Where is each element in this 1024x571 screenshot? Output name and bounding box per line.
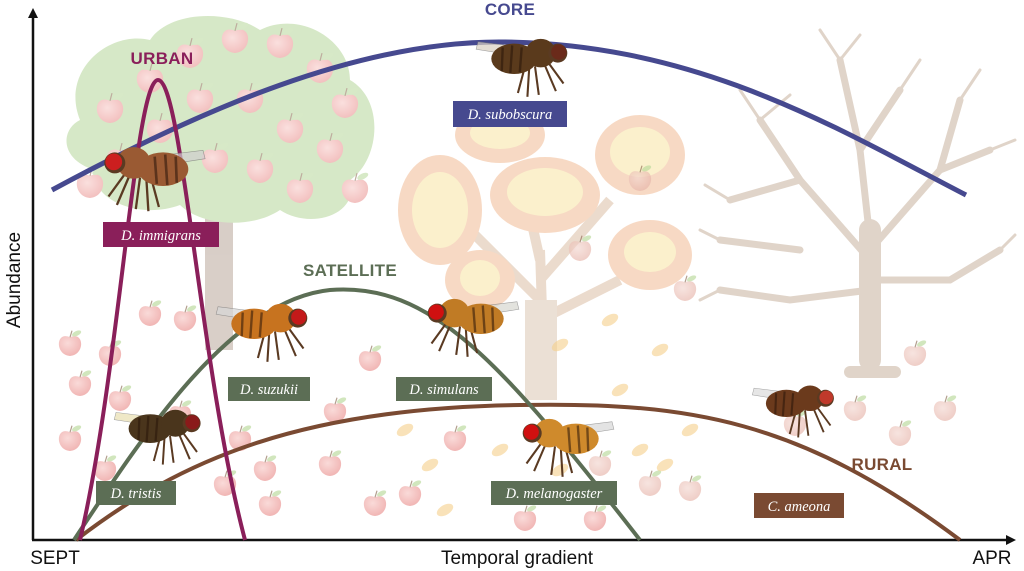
- apple-icon: [58, 330, 82, 356]
- apple-tree-illustration: [66, 16, 375, 350]
- falling-leaves: [396, 313, 699, 517]
- svg-text:D. subobscura: D. subobscura: [467, 107, 553, 123]
- species-label-subobscura: D. subobscura: [453, 101, 567, 127]
- apple-icon: [513, 505, 537, 531]
- apple-icon: [568, 235, 592, 261]
- leaf-icon: [611, 383, 629, 397]
- apple-icon: [201, 142, 229, 173]
- apple-icon: [258, 490, 282, 516]
- apple-icon: [93, 455, 117, 481]
- fly-ameona-illustration: [751, 385, 834, 438]
- leaf-icon: [601, 313, 619, 327]
- apple-icon: [358, 345, 382, 371]
- apple-icon: [583, 505, 607, 531]
- apple-icon: [316, 132, 344, 163]
- species-label-suzukii: D. suzukii: [228, 377, 310, 401]
- apple-icon: [323, 397, 347, 423]
- apple-icon: [341, 172, 369, 203]
- svg-text:C. ameona: C. ameona: [768, 499, 831, 515]
- axes: Abundance Temporal gradient SEPT APR: [4, 8, 1016, 569]
- leaf-icon: [421, 458, 439, 472]
- fly-suzukii-illustration: [215, 303, 308, 362]
- urban-group-label: URBAN: [131, 49, 194, 68]
- y-axis-label: Abundance: [4, 232, 25, 328]
- apple-icon: [108, 385, 132, 411]
- x-axis-end-label: APR: [972, 548, 1011, 569]
- apple-icon: [186, 82, 214, 113]
- apple-icon: [673, 275, 697, 301]
- rural-group-label: RURAL: [852, 455, 913, 474]
- rural-curve: [74, 402, 962, 542]
- group-labels: URBAN CORE SATELLITE RURAL: [131, 0, 913, 474]
- leaf-icon: [436, 503, 454, 517]
- core-curve: [50, 39, 968, 198]
- apple-icon: [246, 152, 274, 183]
- species-label-immigrans: D. immigrans: [103, 222, 219, 247]
- apple-icon: [331, 87, 359, 118]
- species-label-tristis: D. tristis: [96, 481, 176, 505]
- apple-icon: [678, 475, 702, 501]
- apple-icon: [253, 455, 277, 481]
- apple-icon: [363, 490, 387, 516]
- apple-icon: [443, 425, 467, 451]
- apple-icon: [176, 37, 204, 68]
- x-axis-label: Temporal gradient: [441, 548, 594, 569]
- species-label-simulans: D. simulans: [396, 377, 492, 401]
- leaf-icon: [656, 458, 674, 472]
- apple-icon: [136, 62, 164, 93]
- fly-immigrans-illustration: [104, 147, 206, 212]
- fly-tristis-illustration: [113, 409, 201, 465]
- fly-illustrations: [104, 38, 834, 477]
- apple-icon: [318, 450, 342, 476]
- leaf-icon: [396, 423, 414, 437]
- apple-icon: [903, 340, 927, 366]
- fly-subobscura-illustration: [475, 38, 568, 97]
- apple-icon: [276, 112, 304, 143]
- apple-icon: [628, 165, 652, 191]
- leaf-icon: [681, 423, 699, 437]
- apple-icon: [266, 27, 294, 58]
- leaf-icon: [551, 463, 569, 477]
- svg-text:D. simulans: D. simulans: [408, 382, 479, 398]
- apple-icon: [221, 22, 249, 53]
- species-label-melanogaster: D. melanogaster: [491, 481, 617, 505]
- apple-icon: [888, 420, 912, 446]
- species-label-ameona: C. ameona: [754, 493, 844, 518]
- leaf-icon: [631, 443, 649, 457]
- bare-tree-illustration: [698, 28, 1017, 378]
- autumn-tree-illustration: [398, 107, 692, 401]
- satellite-group-label: SATELLITE: [303, 261, 397, 280]
- x-axis-start-label: SEPT: [30, 548, 80, 569]
- apple-icon: [96, 92, 124, 123]
- svg-text:D. melanogaster: D. melanogaster: [505, 486, 603, 502]
- apple-icon: [843, 395, 867, 421]
- apple-icon: [638, 470, 662, 496]
- scattered-apples: [58, 165, 957, 531]
- fly-melanogaster-illustration: [522, 418, 615, 477]
- apple-icon: [138, 300, 162, 326]
- core-group-label: CORE: [485, 0, 535, 19]
- apple-icon: [398, 480, 422, 506]
- svg-text:D. suzukii: D. suzukii: [239, 382, 298, 398]
- leaf-icon: [651, 343, 669, 357]
- species-labels: D. immigrans D. subobscura D. suzukii D.…: [96, 101, 844, 518]
- fly-simulans-illustration: [427, 298, 520, 357]
- apple-icon: [286, 172, 314, 203]
- apple-icon: [588, 450, 612, 476]
- urban-curve: [78, 77, 247, 541]
- svg-text:D. immigrans: D. immigrans: [120, 228, 201, 244]
- apple-icon: [173, 305, 197, 331]
- leaf-icon: [551, 338, 569, 352]
- svg-text:D. tristis: D. tristis: [110, 486, 162, 502]
- leaf-icon: [491, 443, 509, 457]
- apple-icon: [68, 370, 92, 396]
- apple-icon: [58, 425, 82, 451]
- apple-icon: [933, 395, 957, 421]
